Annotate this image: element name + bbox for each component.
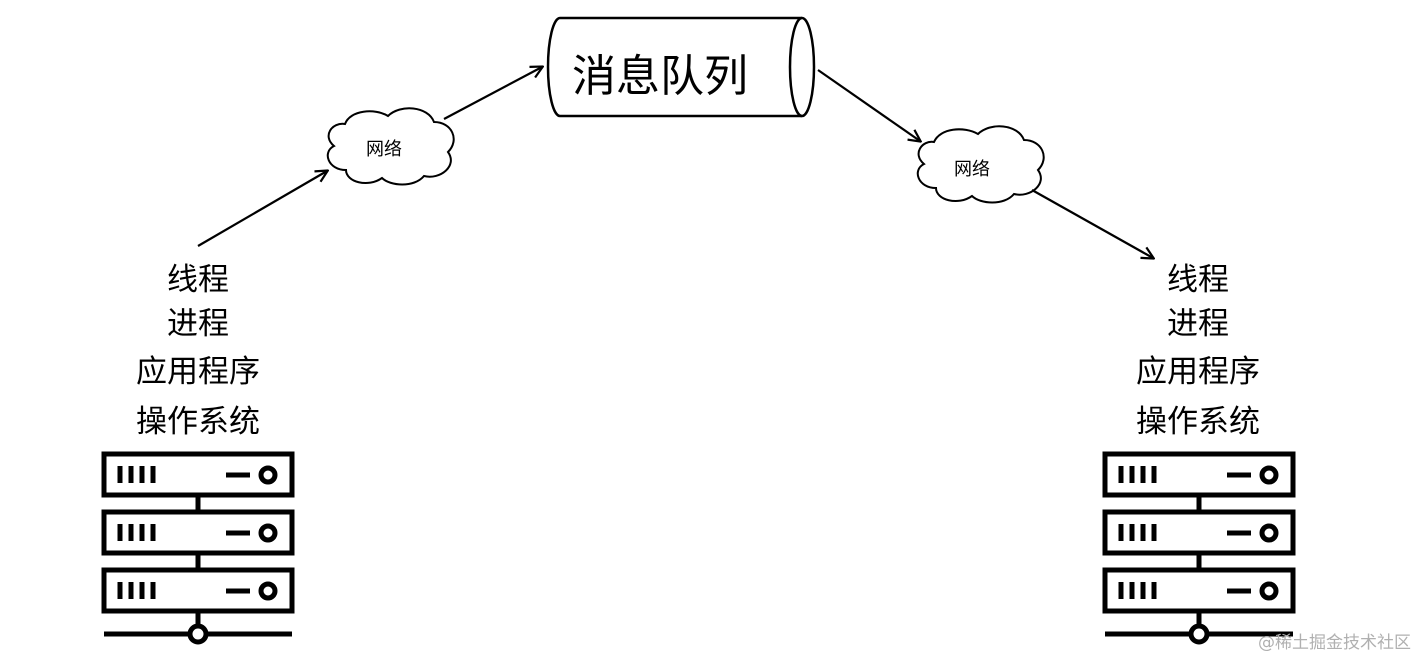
watermark: @稀土掘金技术社区 [1258,633,1411,653]
right-host-layer-thread: 线程 [1167,262,1229,298]
right-host-layer-os: 操作系统 [1136,404,1260,440]
network-cloud-right [916,125,1045,204]
server-rack-icon-right [1102,451,1296,645]
arrow-network-to-queue [443,67,542,120]
server-rack-icon-left [101,451,295,645]
arrow-left-host-to-network [197,171,327,247]
arrow-network-to-right-host [1031,189,1153,258]
left-host-layer-application: 应用程序 [136,354,260,390]
right-host-layer-process: 进程 [1167,306,1229,342]
message-queue-cylinder [546,16,816,118]
network-label-right: 网络 [954,159,990,180]
left-host-layer-process: 进程 [167,306,229,342]
network-cloud-left [326,107,455,186]
server-unit [1102,567,1296,614]
server-unit [101,509,295,556]
network-label-left: 网络 [366,139,402,160]
server-unit [101,567,295,614]
left-host-layer-thread: 线程 [167,262,229,298]
left-host-layer-os: 操作系统 [136,404,260,440]
message-queue-title: 消息队列 [572,51,748,102]
arrow-queue-to-network [817,69,920,141]
server-unit [101,451,295,498]
right-host-layer-application: 应用程序 [1136,354,1260,390]
server-unit [1102,451,1296,498]
server-unit [1102,509,1296,556]
